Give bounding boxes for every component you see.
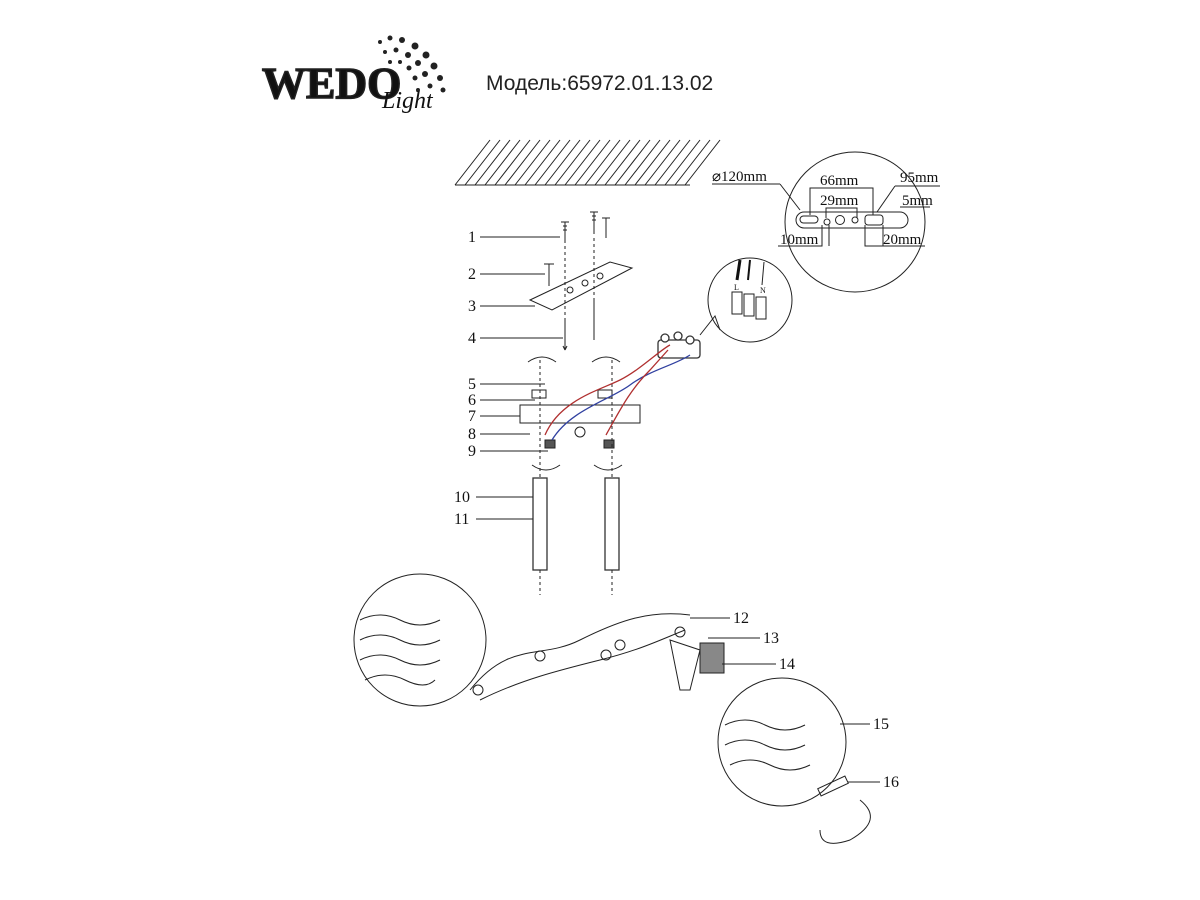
dim-10mm: 10mm <box>780 232 819 248</box>
part-label-16: 16 <box>883 774 899 791</box>
dim-29mm: 29mm <box>820 193 859 209</box>
part-label-3: 3 <box>468 298 476 315</box>
bracket-dimension-inset: ⌀120mm 66mm 29mm 95mm 5mm 10mm 20mm <box>712 151 940 293</box>
ceiling-hatch <box>454 139 721 186</box>
part-label-11: 11 <box>454 511 469 528</box>
globe-right <box>717 677 871 844</box>
canopy <box>519 360 641 480</box>
svg-text:WEDO: WEDO <box>262 59 401 108</box>
wire-blue <box>551 354 691 441</box>
part-label-2: 2 <box>468 266 476 283</box>
part-label-9: 9 <box>468 443 476 460</box>
part-label-7: 7 <box>468 408 476 425</box>
lamp-arm <box>469 613 725 701</box>
dim-95mm: 95mm <box>900 170 939 186</box>
dim-5mm: 5mm <box>902 193 933 209</box>
part-label-14: 14 <box>779 656 795 673</box>
logo-dots <box>378 35 446 93</box>
part-label-13: 13 <box>763 630 779 647</box>
wire-red <box>544 344 671 436</box>
dim-20mm: 20mm <box>883 232 922 248</box>
part-label-12: 12 <box>733 610 749 627</box>
part-label-6: 6 <box>468 392 476 409</box>
globe-left <box>353 573 487 707</box>
wedo-light-logo: WEDO Light <box>260 30 470 125</box>
part-label-1: 1 <box>468 229 476 246</box>
diameter-label: ⌀120mm <box>712 169 767 185</box>
part-label-5: 5 <box>468 376 476 393</box>
part-label-8: 8 <box>468 426 476 443</box>
part-label-15: 15 <box>873 716 889 733</box>
terminal-block-inset: L N <box>657 257 793 359</box>
wire-red-2 <box>605 349 669 436</box>
terminal-block <box>657 331 701 359</box>
model-title: Модель:65972.01.13.02 <box>486 72 714 95</box>
rods <box>532 477 620 595</box>
neutral-label: N <box>760 286 766 295</box>
svg-text:Light: Light <box>381 88 434 114</box>
dim-66mm: 66mm <box>820 173 859 189</box>
live-label: L <box>734 283 739 292</box>
mounting-hardware <box>527 211 634 471</box>
part-label-10: 10 <box>454 489 470 506</box>
part-label-4: 4 <box>468 330 476 347</box>
